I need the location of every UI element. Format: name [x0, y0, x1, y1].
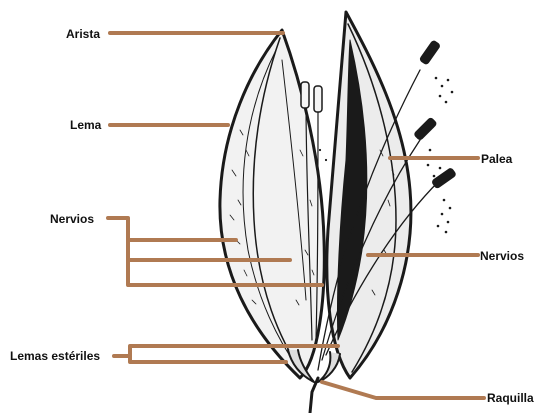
sterile-lemma-right — [318, 352, 340, 382]
stalk — [310, 378, 318, 413]
anther-1 — [301, 82, 309, 108]
label-raquilla: Raquilla — [487, 391, 534, 405]
label-nervios-right: Nervios — [480, 249, 524, 263]
anther-right-3 — [431, 168, 456, 189]
label-arista: Arista — [66, 27, 100, 41]
leader-raquilla — [322, 382, 484, 398]
label-nervios-left: Nervios — [50, 212, 94, 226]
anther-right-1 — [419, 40, 440, 65]
anther-right-2 — [414, 117, 437, 140]
label-lema: Lema — [70, 118, 102, 132]
label-palea: Palea — [481, 152, 513, 166]
label-lemas-esteriles: Lemas estériles — [10, 349, 100, 363]
spikelet-illustration — [220, 12, 456, 413]
anther-2 — [314, 86, 322, 112]
